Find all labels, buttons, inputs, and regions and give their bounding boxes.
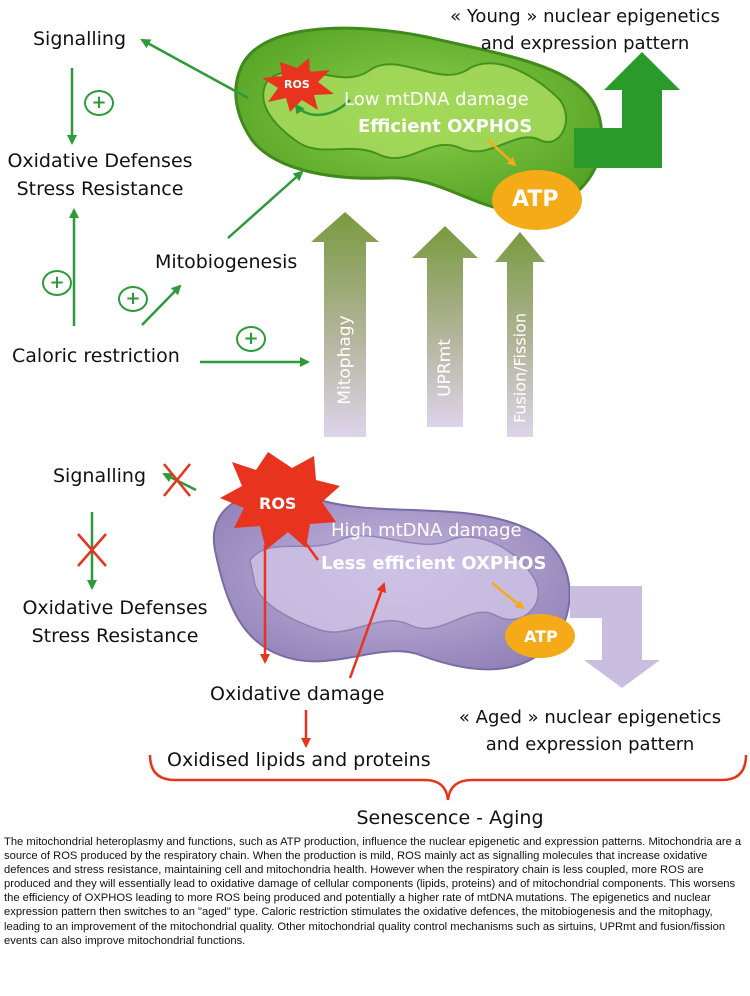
figure-caption: The mitochondrial heteroplasmy and funct… [4,836,742,947]
mechanism-arrows [311,212,545,437]
fusion-fission-label: Fusion/Fission [510,312,530,424]
defenses-label-top-line1: Oxidative Defenses [7,150,193,172]
plus-badge: + [118,286,148,312]
oxphos-atp-arrow-bottom [491,582,525,610]
efficient-oxphos-label: Efficient OXPHOS [358,116,533,137]
signalling-label-bottom: Signalling [53,465,147,487]
ros-burst-top [262,58,334,112]
senescence-label: Senescence - Aging [356,807,544,829]
senescence-brace [148,754,748,801]
signalling-label-top: Signalling [33,28,127,50]
aged-label-line2: and expression pattern [485,734,695,755]
ros-label-bottom: ROS [259,494,297,513]
defenses-label-bottom-line2: Stress Resistance [31,625,199,647]
high-mtdna-label: High mtDNA damage [331,520,522,541]
mitophagy-label: Mitophagy [335,315,355,405]
atp-ellipse-top [492,170,582,230]
oxidative-damage-label: Oxidative damage [210,683,385,705]
young-label-line2: and expression pattern [480,33,690,54]
blocked-signalling-arrow [162,463,197,497]
aged-pattern-arrow [570,586,660,688]
uprmt-label: UPRmt [435,339,455,397]
plus-badge: + [236,326,266,352]
atp-label-bottom: ATP [524,627,558,646]
top-pathway-arrows [67,38,351,367]
young-label-line1: « Young » nuclear epigenetics [450,6,720,27]
oxidised-label: Oxidised lipids and proteins [167,749,431,771]
oxphos-atp-arrow-top [487,139,517,167]
young-pattern-arrow [574,52,680,168]
caloric-restriction-label: Caloric restriction [12,345,180,367]
mitobiogenesis-label: Mitobiogenesis [155,251,298,273]
defenses-label-bottom-line1: Oxidative Defenses [22,597,208,619]
plus-badge: + [42,270,72,296]
ros-label-top: ROS [284,78,310,91]
less-efficient-oxphos-label: Less efficient OXPHOS [321,553,547,574]
ros-burst-bottom [220,452,340,550]
aged-label-line1: « Aged » nuclear epigenetics [458,707,722,728]
bottom-pathway-arrows [260,528,386,748]
atp-ellipse-bottom [505,614,575,658]
atp-label-top: ATP [512,187,559,212]
defenses-label-top-line2: Stress Resistance [16,178,184,200]
plus-badge: + [84,90,114,116]
low-mtdna-label: Low mtDNA damage [344,89,529,110]
blocked-defenses-arrow [77,512,107,590]
